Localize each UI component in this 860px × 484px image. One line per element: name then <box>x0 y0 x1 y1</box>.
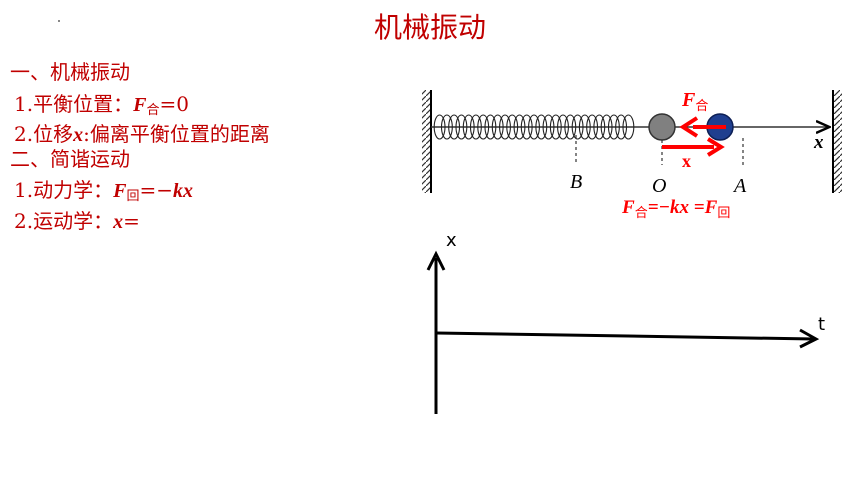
spring-coil <box>513 114 526 140</box>
graph-y-arrowhead <box>426 250 446 271</box>
section-2-heading: 二、简谐运动 <box>10 147 130 171</box>
displacement-label: x <box>682 151 691 171</box>
spring-coil <box>440 114 453 140</box>
displacement-symbol: x <box>113 211 124 233</box>
force-symbol: F <box>113 180 127 202</box>
equilibrium-ball <box>648 113 676 141</box>
spring-coil <box>564 114 577 140</box>
item-text: 1.平衡位置： <box>14 92 134 116</box>
spring-coil <box>607 114 620 140</box>
force-subscript: 回 <box>126 189 140 204</box>
decorative-dot <box>58 20 60 22</box>
kx-symbol: kx <box>172 180 193 202</box>
item-text: 2.位移 <box>14 122 74 146</box>
spring-coil <box>600 114 613 140</box>
xt-graph: x t <box>426 230 825 414</box>
force-symbol: F <box>133 94 147 116</box>
spring-coil <box>433 114 446 140</box>
item-text: = <box>123 209 140 233</box>
spring-coil <box>542 114 555 140</box>
spring-coil <box>491 114 504 140</box>
spring-coil <box>520 114 533 140</box>
item-text: :偏离平衡位置的距离 <box>83 122 270 146</box>
force-subscript: 合 <box>146 103 160 118</box>
item-text: =0 <box>159 92 189 116</box>
spring-coil <box>477 114 490 140</box>
spring-coil <box>469 114 482 140</box>
item-text: =− <box>139 178 173 202</box>
force-equation: F合=−kx =F回 <box>621 197 730 221</box>
graph-t-label: t <box>818 314 825 335</box>
spring-coil <box>578 114 591 140</box>
spring-coil <box>571 114 584 140</box>
axis-label-x: x <box>813 132 824 153</box>
spring-coil <box>455 114 468 140</box>
spring-coil <box>622 114 635 140</box>
spring-coil <box>586 114 599 140</box>
spring <box>433 114 635 140</box>
spring-coil <box>615 114 628 140</box>
item-text: 2.运动学： <box>14 209 114 233</box>
item-kinematics: 2.运动学：x= <box>14 205 140 234</box>
displacement-arrow <box>662 137 725 157</box>
item-dynamics: 1.动力学：F回=−kx <box>14 174 193 204</box>
spring-coil <box>484 114 497 140</box>
graph-t-arrowhead <box>799 328 820 349</box>
point-label-B: B <box>570 171 582 193</box>
left-wall <box>422 90 432 193</box>
displacement-symbol: x <box>73 124 84 146</box>
spring-coil <box>448 114 461 140</box>
spring-coil <box>506 114 519 140</box>
spring-coil <box>549 114 562 140</box>
item-equilibrium-position: 1.平衡位置：F合=0 <box>14 88 189 118</box>
force-label: F合 <box>681 89 708 114</box>
spring-coil <box>462 114 475 140</box>
point-label-A: A <box>732 175 747 197</box>
point-label-O: O <box>652 175 666 197</box>
spring-coil <box>528 114 540 140</box>
section-1-heading: 一、机械振动 <box>10 60 130 84</box>
spring-coil <box>499 114 511 140</box>
graph-y-label: x <box>446 230 457 251</box>
right-wall <box>832 90 842 193</box>
spring-coil <box>557 114 569 140</box>
page-title: 机械振动 <box>373 11 486 44</box>
item-displacement: 2.位移x:偏离平衡位置的距离 <box>14 118 270 147</box>
item-text: 1.动力学： <box>14 178 114 202</box>
spring-coil <box>535 114 548 140</box>
force-arrow <box>679 116 726 138</box>
graph-t-axis <box>435 331 815 341</box>
spring-coil <box>593 114 606 140</box>
